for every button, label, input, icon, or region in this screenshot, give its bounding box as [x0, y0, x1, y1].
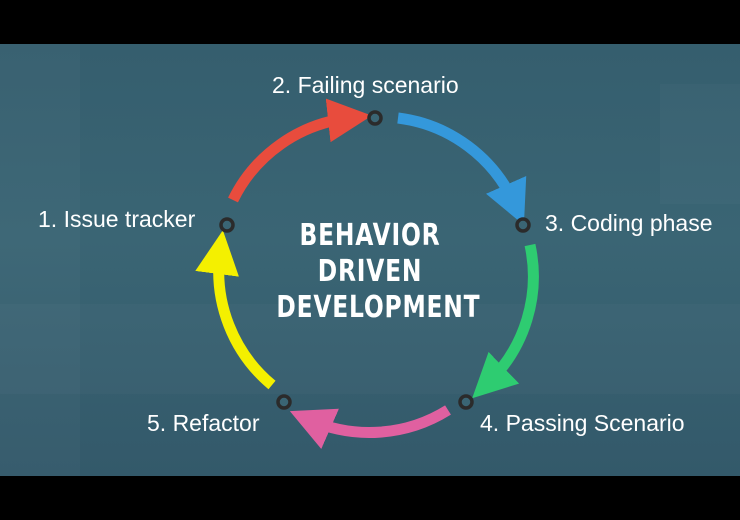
arc-passing-to-refactor [289, 405, 451, 449]
step-label-issue-tracker: 1. Issue tracker [38, 206, 196, 232]
title-line-1: BEHAVIOR [299, 218, 441, 253]
node-coding-phase [515, 217, 531, 233]
title-line-2: DRIVEN [317, 254, 423, 289]
arc-refactor-to-issue [195, 230, 276, 390]
arc-failing-to-coding [397, 112, 527, 226]
title-line-3: DEVELOPMENT [276, 290, 481, 325]
arc-coding-to-passing [472, 243, 539, 399]
node-refactor [276, 394, 292, 410]
step-label-coding-phase: 3. Coding phase [545, 210, 713, 236]
node-issue-tracker [219, 217, 235, 233]
diagram-title: BEHAVIOR DRIVEN DEVELOPMENT [276, 218, 481, 326]
node-passing-scenario [458, 394, 474, 410]
step-label-failing-scenario: 2. Failing scenario [272, 72, 459, 98]
step-label-passing-scenario: 4. Passing Scenario [480, 410, 685, 436]
step-label-refactor: 5. Refactor [147, 410, 260, 436]
node-failing-scenario [367, 110, 383, 126]
arc-issue-to-failing [228, 98, 372, 203]
